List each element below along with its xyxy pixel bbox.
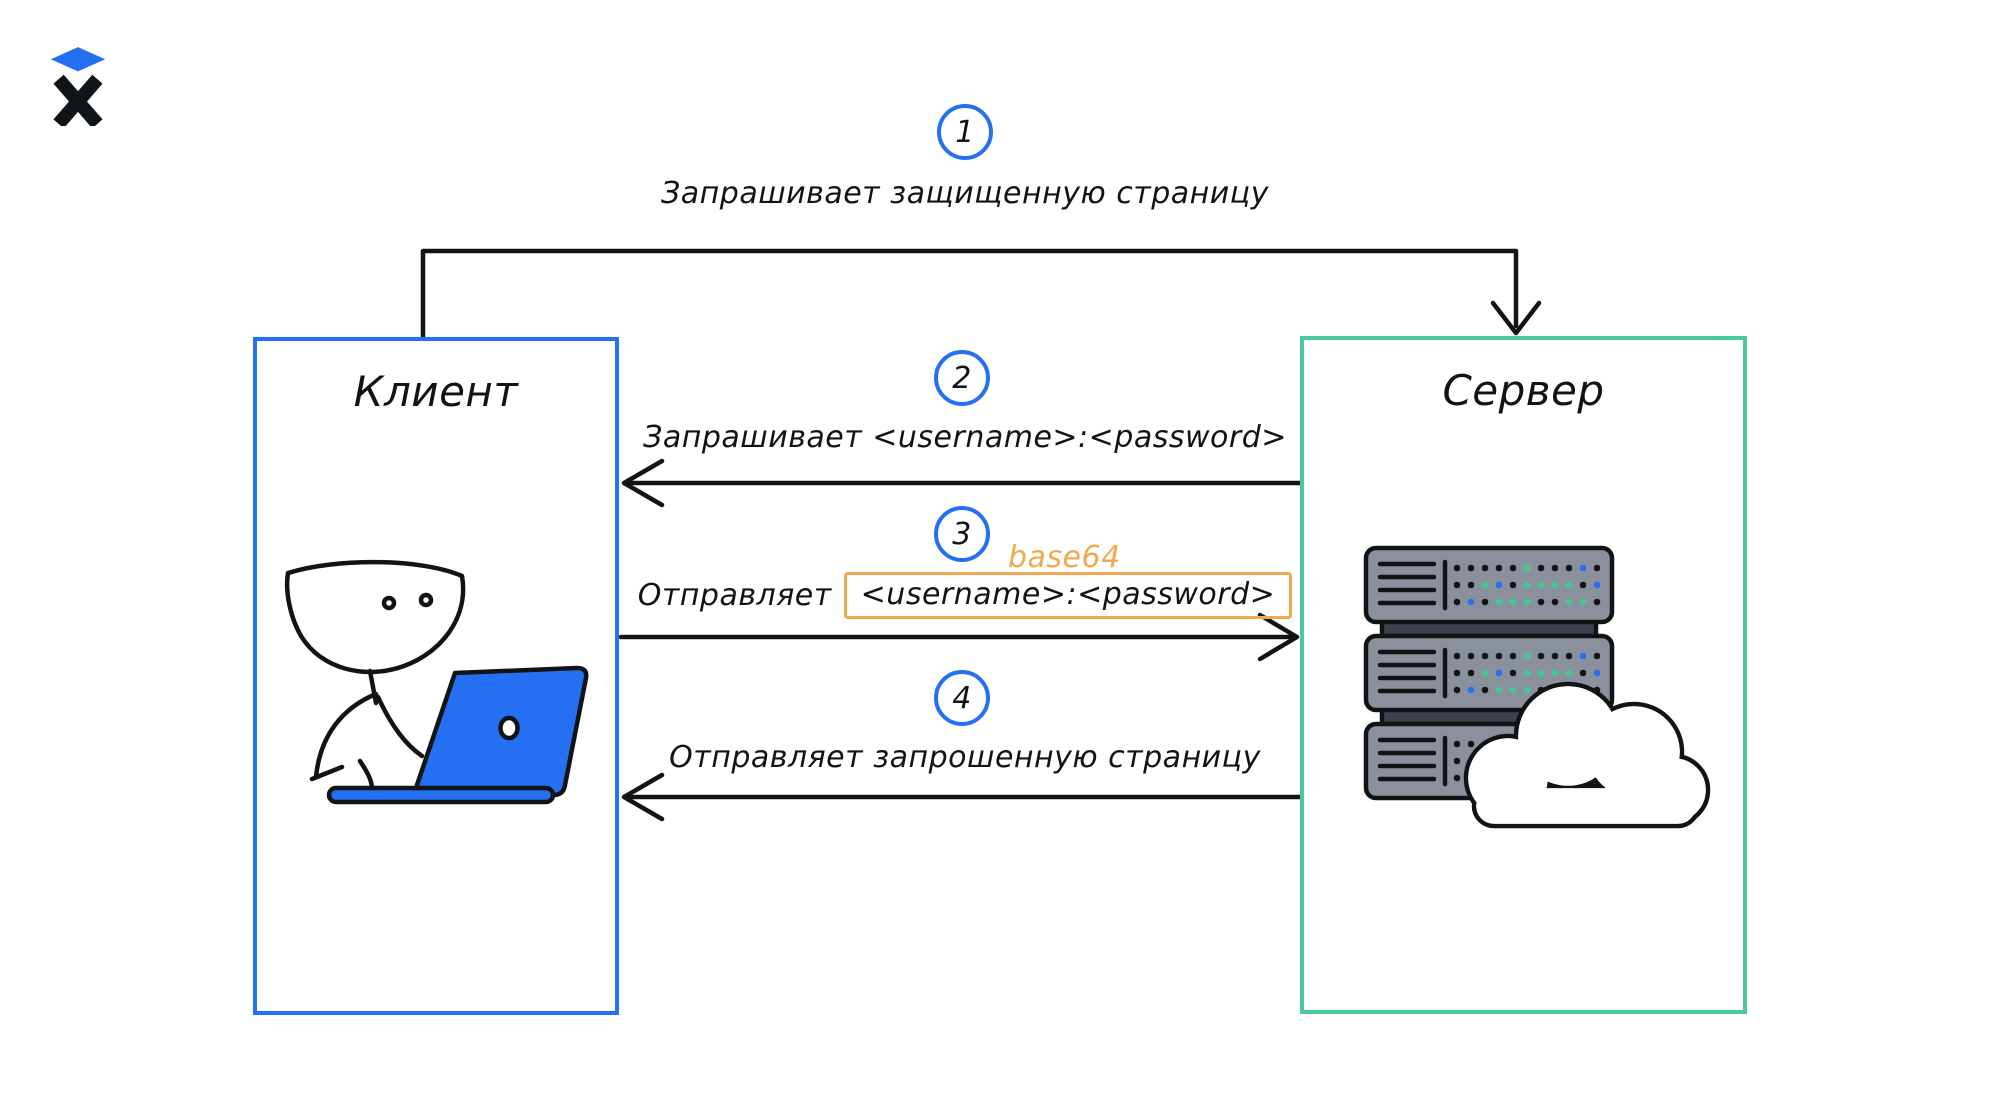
logo-diamond: [50, 47, 106, 72]
step-1-label: Запрашивает защищенную страницу: [661, 176, 1269, 211]
arrow-step-1: [420, 248, 1542, 340]
step-2-number: 2: [952, 360, 972, 396]
step-3-number: 3: [952, 516, 972, 552]
person-head: [284, 559, 466, 675]
step-2-badge: 2: [934, 350, 990, 406]
client-box: Клиент: [253, 337, 619, 1015]
person-back: [313, 691, 379, 780]
step-1-badge: 1: [937, 104, 993, 160]
server-unit: [1363, 545, 1615, 625]
logo-x: [53, 74, 103, 126]
step-3-badge: 3: [934, 506, 990, 562]
step-4-badge: 4: [934, 670, 990, 726]
person-arm: [375, 694, 425, 759]
step-3-annotation-base64: base64: [1008, 540, 1121, 575]
step-1-number: 1: [955, 114, 975, 150]
laptop-base: [326, 785, 556, 805]
person-legs: [309, 758, 375, 792]
person-at-laptop-icon: [284, 559, 589, 805]
person-eye-right: [418, 592, 434, 608]
arrow-step-3: [618, 612, 1300, 662]
hexlet-logo-icon: [50, 47, 106, 126]
step-3-credentials-box: <username>:<password>: [843, 572, 1293, 619]
cloud-icon: [1463, 681, 1711, 829]
step-4-number: 4: [952, 680, 972, 716]
server-title: Сервер: [1442, 366, 1605, 415]
step-4-label: Отправляет запрошенную страницу: [669, 740, 1261, 775]
arrow-step-4: [621, 772, 1303, 822]
client-title: Клиент: [353, 367, 519, 416]
server-box: Сервер: [1300, 336, 1747, 1014]
step-3-label: Отправляет <username>:<password>: [565, 572, 1365, 619]
step-2-label: Запрашивает <username>:<password>: [643, 420, 1287, 455]
arrow-step-2: [621, 458, 1303, 508]
person-neck: [367, 668, 379, 706]
laptop-logo-dot: [498, 715, 520, 741]
person-eye-left: [381, 595, 397, 611]
step-3-label-prefix: Отправляет: [637, 578, 832, 613]
server-rack-icon: [1363, 545, 1711, 829]
